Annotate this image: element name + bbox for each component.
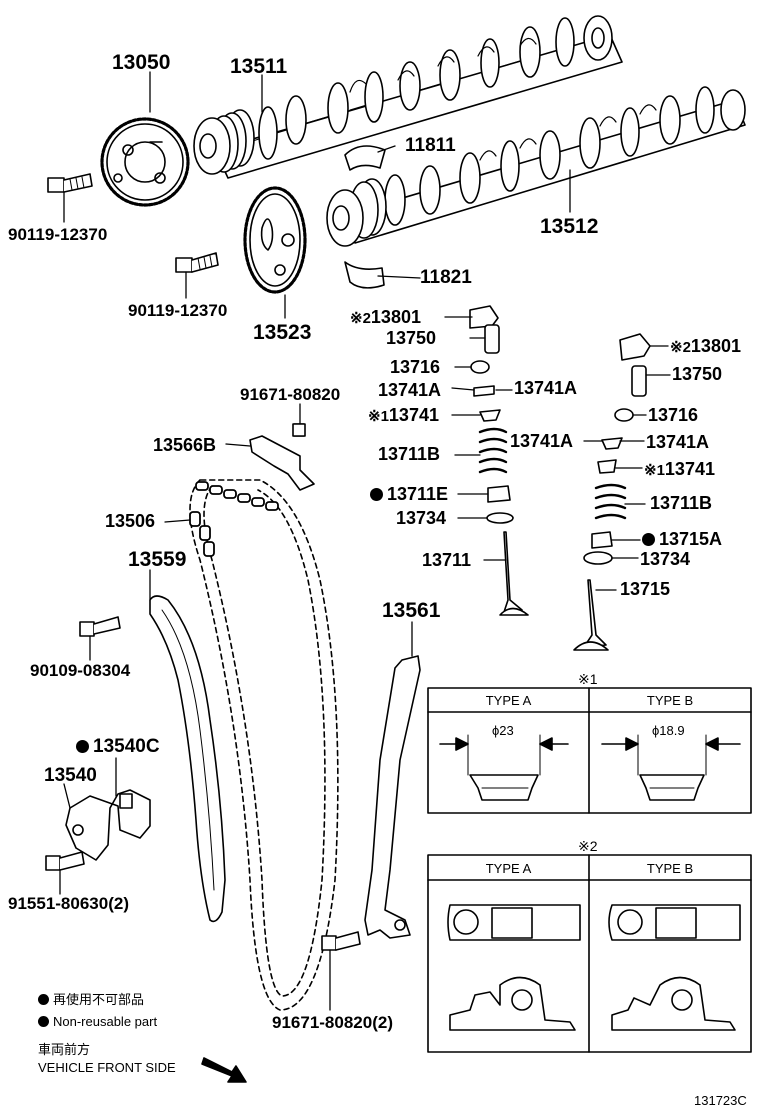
- detail2-type-b: TYPE B: [646, 861, 694, 876]
- label-13711B-left: 13711B: [378, 444, 441, 464]
- chain-guide-13561: [364, 655, 421, 939]
- label-13512: 13512: [540, 215, 599, 238]
- direction-label-jp: 車両前方: [38, 1042, 91, 1057]
- chain-tensioner-13540: [65, 789, 151, 861]
- label-90119-12370-b: 90119-12370: [128, 301, 228, 320]
- label-91671-80820-top: 91671-80820: [240, 385, 341, 404]
- detail-box-1: [427, 687, 752, 814]
- label-13561: 13561: [382, 599, 441, 622]
- bearing-11811: [344, 145, 386, 171]
- bolt-91671-bottom: [321, 931, 361, 951]
- label-90119-12370-a: 90119-12370: [8, 225, 108, 244]
- label-13715A: 13715A: [642, 530, 722, 548]
- label-11811: 11811: [405, 135, 456, 156]
- legend-nonreusable-jp: 再使用不可部品: [38, 993, 144, 1006]
- bolt-90109: [79, 616, 121, 637]
- label-13801-left: ※213801: [350, 307, 421, 327]
- bolt-90119-b: [175, 252, 219, 273]
- label-13523: 13523: [253, 321, 312, 344]
- detail1-type-b: TYPE B: [646, 693, 694, 708]
- label-13559: 13559: [128, 548, 187, 571]
- legend-nonreusable-en: Non-reusable part: [38, 1015, 157, 1028]
- bolt-91551: [45, 851, 85, 871]
- label-13540C: 13540C: [76, 737, 160, 756]
- detail1-mark: ※1: [578, 671, 598, 687]
- label-13741A-right-b: 13741A: [646, 432, 710, 452]
- label-13741A-left-b: 13741A: [514, 378, 578, 398]
- label-13716-left: 13716: [390, 357, 441, 377]
- detail2-mark: ※2: [578, 838, 598, 854]
- valvetrain-right: [573, 333, 651, 651]
- bolt-91671-top: [292, 423, 306, 437]
- front-direction-arrow: [201, 1057, 247, 1083]
- detail2-type-a: TYPE A: [485, 861, 532, 876]
- label-11821: 11821: [420, 267, 472, 288]
- label-13716-right: 13716: [648, 405, 699, 425]
- label-13741A-right-a: 13741A: [510, 431, 574, 451]
- label-13506: 13506: [105, 511, 156, 531]
- label-91671-80820-bottom: 91671-80820(2): [272, 1013, 393, 1032]
- label-13050: 13050: [112, 51, 171, 74]
- label-13715: 13715: [620, 579, 671, 599]
- label-13734-right: 13734: [640, 549, 691, 569]
- detail1-dim-a: ϕ23: [492, 723, 514, 738]
- label-13741-right: ※113741: [644, 459, 715, 479]
- label-91551-80630: 91551-80630(2): [8, 894, 129, 913]
- label-13741A-left-a: 13741A: [378, 380, 442, 400]
- camshaft-13511: [193, 15, 623, 179]
- camshaft-13512: [326, 86, 746, 247]
- label-90109-08304: 90109-08304: [30, 661, 131, 680]
- label-13511: 13511: [230, 55, 288, 78]
- label-13711: 13711: [422, 550, 472, 570]
- direction-label-en: VEHICLE FRONT SIDE: [38, 1060, 176, 1075]
- label-13711B-right: 13711B: [650, 493, 713, 513]
- figure-code: 131723C: [694, 1093, 747, 1108]
- valvetrain-left: [469, 305, 529, 616]
- label-13750-right: 13750: [672, 364, 723, 384]
- timing-chain-13506: [189, 479, 339, 1011]
- leader-lines: [59, 71, 671, 1011]
- sprocket-13523: [243, 186, 307, 294]
- chain-tensioner-slipper-13559: [149, 595, 226, 923]
- label-13540: 13540: [44, 765, 97, 786]
- vvt-gear-13050: [100, 117, 190, 207]
- label-13566B: 13566B: [153, 435, 217, 455]
- label-13741-left: ※113741: [368, 405, 439, 425]
- detail1-dim-b: ϕ18.9: [652, 723, 685, 738]
- bearing-11821: [344, 261, 385, 289]
- label-13734-left: 13734: [396, 508, 447, 528]
- detail1-type-a: TYPE A: [485, 693, 532, 708]
- detail-box-2: [427, 854, 752, 1053]
- label-13711E: 13711E: [370, 485, 448, 503]
- bolt-90119-a: [47, 173, 93, 193]
- label-13801-right: ※213801: [670, 336, 741, 356]
- label-13750-left: 13750: [386, 328, 437, 348]
